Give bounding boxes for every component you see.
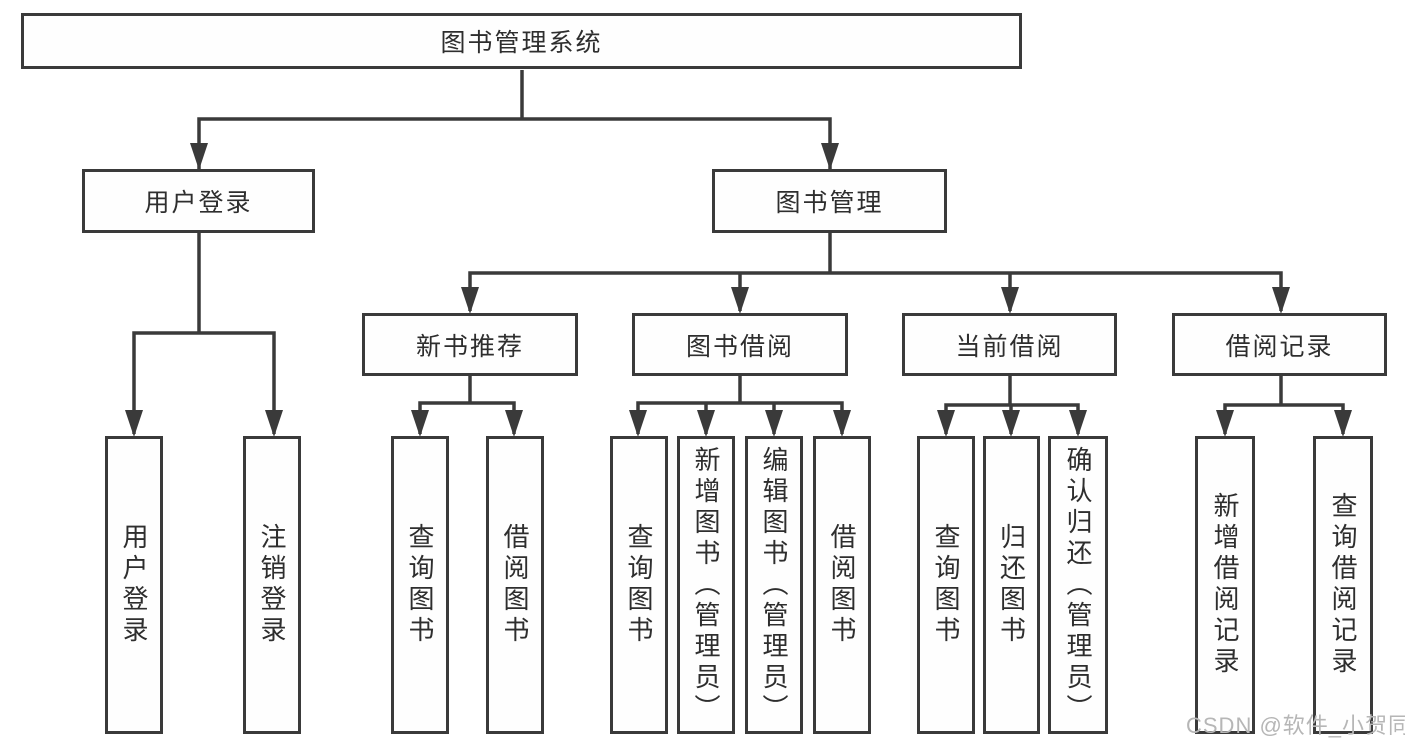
leaf-logout: 注销登录 bbox=[243, 436, 301, 734]
leaf-query-books-current: 查询图书 bbox=[917, 436, 975, 734]
leaf-borrow-books-recommend: 借阅图书 bbox=[486, 436, 544, 734]
node-borrowing-records: 借阅记录 bbox=[1172, 313, 1387, 376]
leaf-query-books-recommend: 查询图书 bbox=[391, 436, 449, 734]
node-user-login: 用户登录 bbox=[82, 169, 315, 233]
leaf-query-books-borrowing-label: 查询图书 bbox=[624, 523, 654, 647]
node-new-book-recommend-label: 新书推荐 bbox=[415, 332, 524, 361]
watermark-text: CSDN @软件_小贺同学 bbox=[1186, 713, 1405, 738]
leaf-query-books-borrowing: 查询图书 bbox=[610, 436, 668, 734]
connector-elbows bbox=[132, 70, 1345, 434]
node-new-book-recommend: 新书推荐 bbox=[362, 313, 578, 376]
node-borrowing-records-label: 借阅记录 bbox=[1225, 332, 1334, 361]
leaf-logout-label: 注销登录 bbox=[257, 523, 287, 647]
leaf-edit-book-admin-label: 编辑图书（管理员） bbox=[759, 445, 789, 725]
leaf-query-borrow-record: 查询借阅记录 bbox=[1313, 436, 1373, 734]
leaf-borrow-books-label: 借阅图书 bbox=[827, 523, 857, 647]
leaf-edit-book-admin: 编辑图书（管理员） bbox=[745, 436, 803, 734]
node-user-login-label: 用户登录 bbox=[144, 189, 253, 217]
leaf-user-login: 用户登录 bbox=[105, 436, 163, 734]
leaf-add-borrow-record-label: 新增借阅记录 bbox=[1210, 492, 1240, 678]
leaf-confirm-return-admin: 确认归还（管理员） bbox=[1048, 436, 1108, 734]
leaf-query-borrow-record-label: 查询借阅记录 bbox=[1328, 492, 1358, 678]
leaf-add-book-admin: 新增图书（管理员） bbox=[677, 436, 735, 734]
leaf-confirm-return-admin-label: 确认归还（管理员） bbox=[1063, 445, 1093, 725]
leaf-borrow-books-recommend-label: 借阅图书 bbox=[500, 523, 530, 647]
arrowheads bbox=[125, 143, 1352, 437]
node-book-management: 图书管理 bbox=[712, 169, 947, 233]
node-book-management-label: 图书管理 bbox=[775, 189, 884, 217]
leaf-user-login-label: 用户登录 bbox=[119, 523, 149, 647]
node-current-borrowing-label: 当前借阅 bbox=[955, 332, 1064, 361]
node-root-system: 图书管理系统 bbox=[21, 13, 1022, 69]
leaf-add-borrow-record: 新增借阅记录 bbox=[1195, 436, 1255, 734]
leaf-query-books-recommend-label: 查询图书 bbox=[405, 523, 435, 647]
leaf-query-books-current-label: 查询图书 bbox=[931, 523, 961, 647]
node-current-borrowing: 当前借阅 bbox=[902, 313, 1117, 376]
leaf-add-book-admin-label: 新增图书（管理员） bbox=[691, 445, 721, 725]
leaf-borrow-books: 借阅图书 bbox=[813, 436, 871, 734]
leaf-return-book: 归还图书 bbox=[983, 436, 1040, 734]
node-book-borrowing-label: 图书借阅 bbox=[685, 332, 794, 361]
node-book-borrowing: 图书借阅 bbox=[632, 313, 848, 376]
node-root-system-label: 图书管理系统 bbox=[440, 29, 603, 57]
leaf-return-book-label: 归还图书 bbox=[996, 523, 1027, 647]
